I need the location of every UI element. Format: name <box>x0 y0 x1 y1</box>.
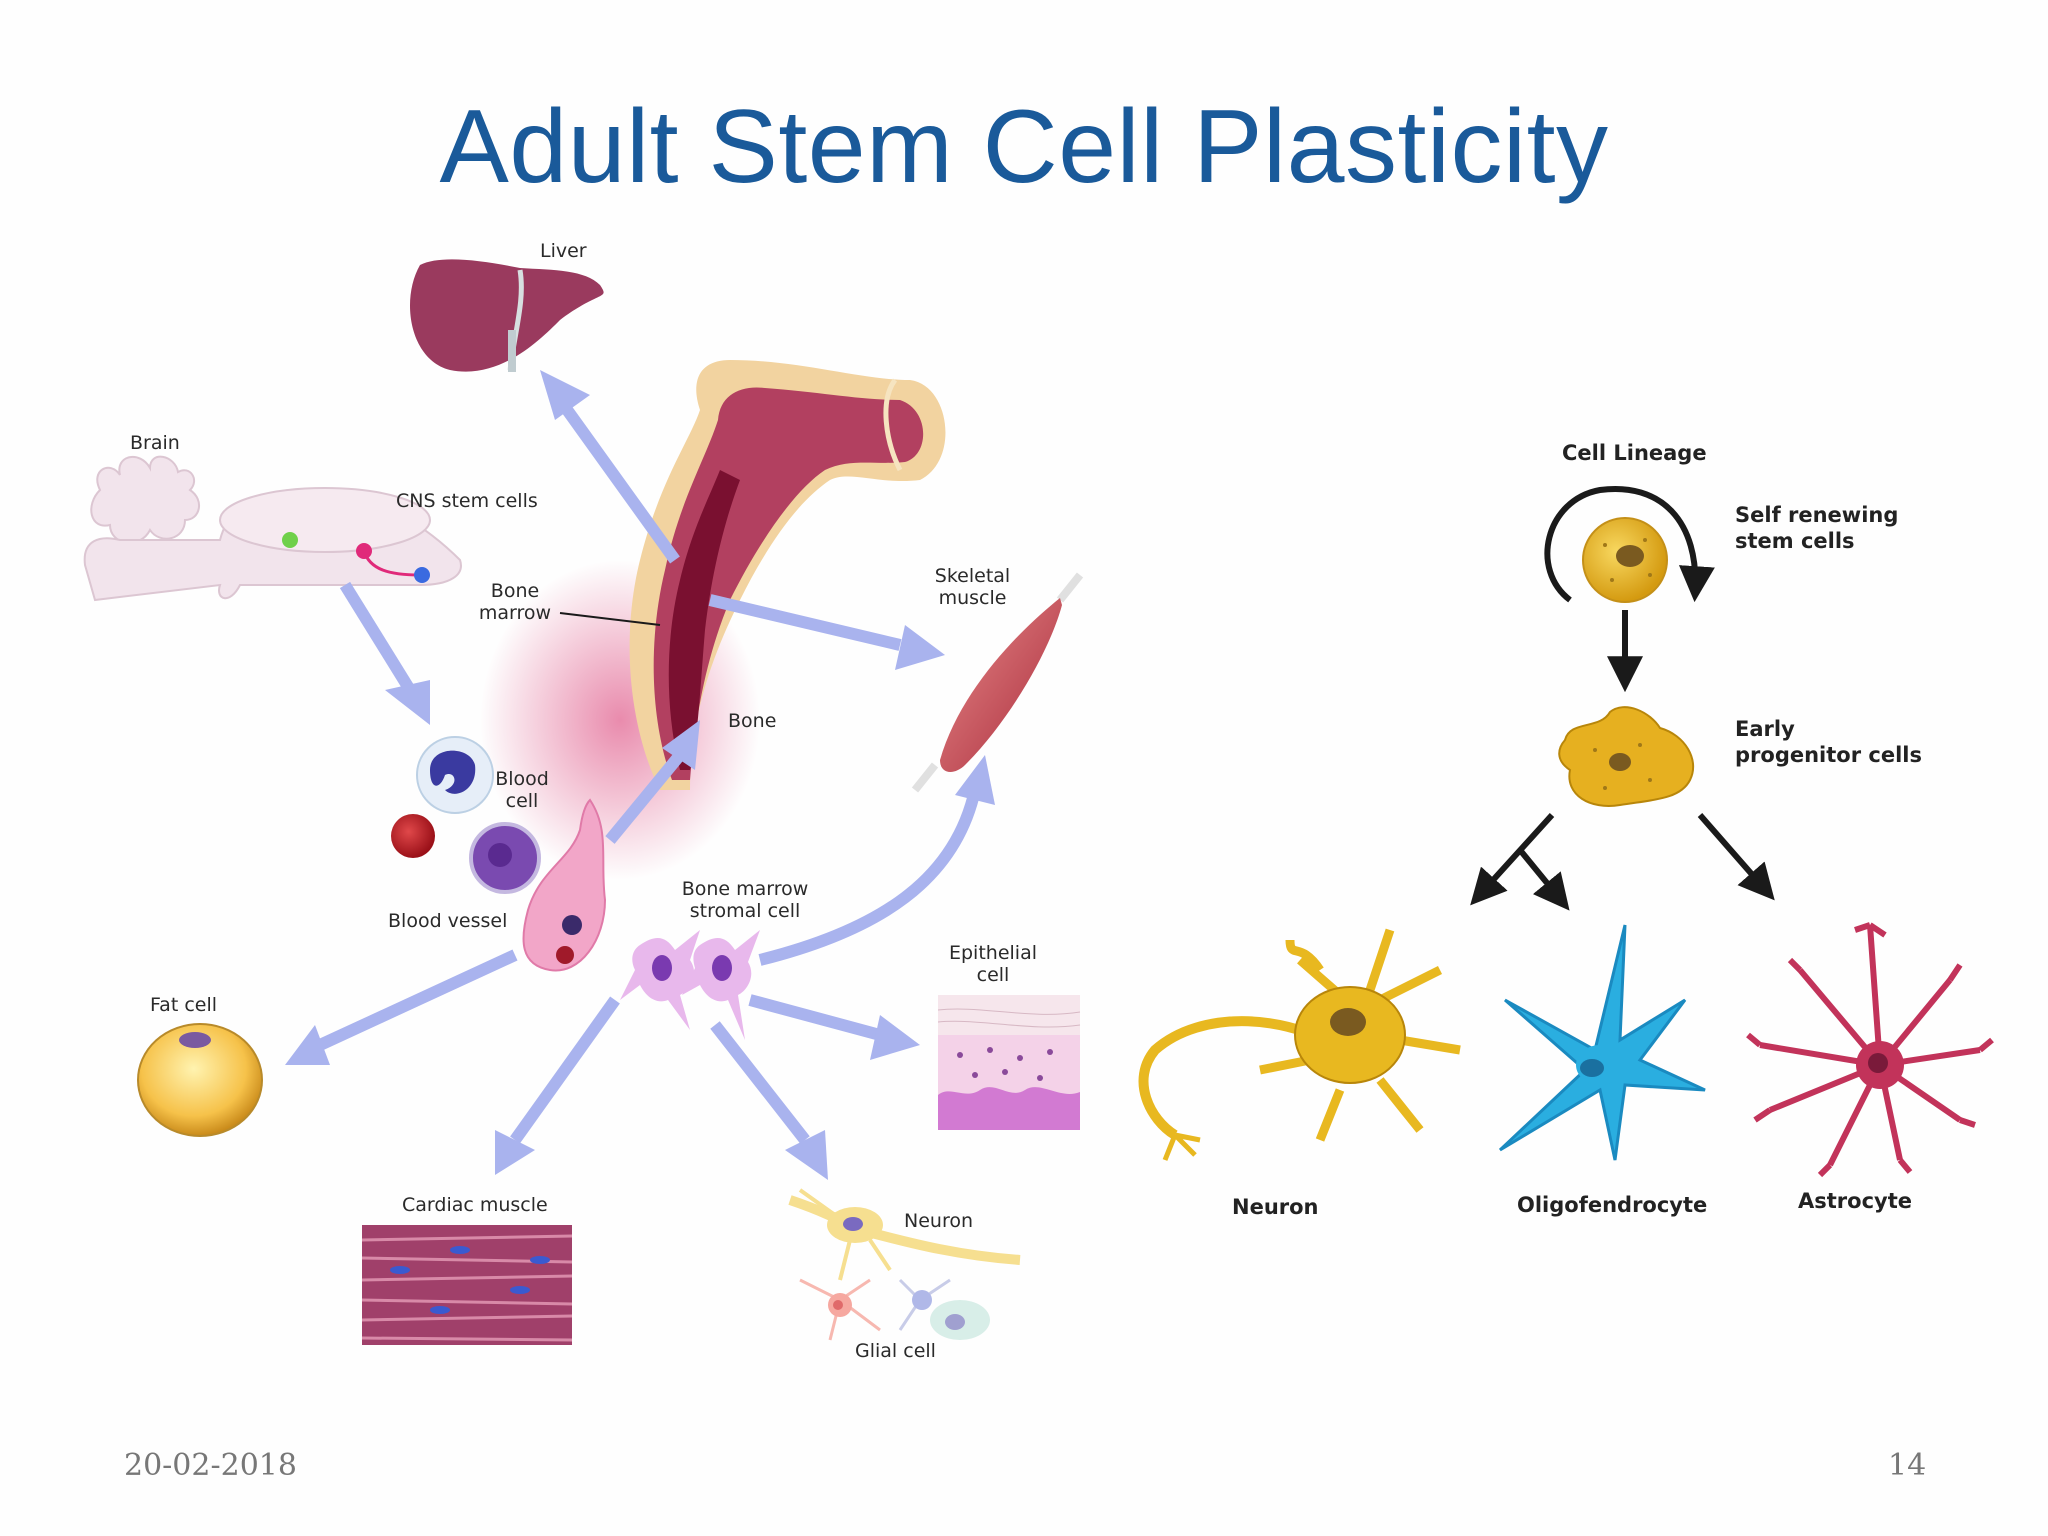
arrow-to-bone <box>605 720 700 844</box>
label-glial-cell: Glial cell <box>855 1340 936 1362</box>
label-blood-vessel: Blood vessel <box>388 910 508 932</box>
progenitor-cell-image <box>1558 706 1695 807</box>
fat-cell-image <box>137 1023 263 1137</box>
lineage-branch-arrows <box>1470 812 1775 911</box>
footer-page-number: 14 <box>1888 1448 1927 1483</box>
arrow-vessel-to-fat-cell <box>285 949 518 1065</box>
label-bone: Bone <box>728 710 777 732</box>
bone-marrow-pointer <box>559 612 661 626</box>
cardiac-muscle-image <box>361 1225 573 1345</box>
skeletal-muscle-image <box>911 572 1084 793</box>
blood-cell-image <box>391 736 541 894</box>
epithelial-cell-image <box>937 995 1081 1130</box>
label-neuron-right: Neuron <box>1232 1195 1319 1219</box>
cell-lineage-diagram <box>1138 485 1994 1178</box>
label-early-progenitor: Early progenitor cells <box>1735 717 1922 767</box>
slide-title: Adult Stem Cell Plasticity <box>439 89 1609 205</box>
label-oligodendrocyte: Oligofendrocyte <box>1517 1193 1708 1217</box>
label-bone-marrow: Bone marrow <box>478 580 552 624</box>
arrow-to-oligodendrocyte <box>1517 848 1570 911</box>
neuron-glial-image <box>788 1188 1021 1341</box>
label-astrocyte: Astrocyte <box>1798 1189 1912 1213</box>
stem-cell-image <box>1582 517 1668 603</box>
stromal-cell-image <box>620 930 760 1040</box>
label-epithelial-cell: Epithelial cell <box>948 942 1037 986</box>
arrow-stromal-to-neuron <box>710 1021 828 1180</box>
label-cell-lineage: Cell Lineage <box>1562 441 1707 465</box>
arrow-to-neuron <box>1470 812 1555 906</box>
lineage-oligodendrocyte-image <box>1498 924 1706 1161</box>
label-stromal-cell: Bone marrow stromal cell <box>681 878 809 922</box>
label-skeletal-muscle: Skeletal muscle <box>934 565 1011 609</box>
label-liver: Liver <box>540 240 587 262</box>
bone-image <box>480 360 946 880</box>
arrow-stromal-to-epithelial <box>748 994 920 1060</box>
arrow-brain-to-blood <box>339 581 430 725</box>
liver-image <box>410 259 604 372</box>
lineage-astrocyte-image <box>1746 922 1994 1178</box>
arrow-stromal-to-skeletal-muscle <box>758 755 995 966</box>
label-brain: Brain <box>130 432 180 454</box>
differentiation-arrows <box>285 370 995 1180</box>
label-self-renewing: Self renewing stem cells <box>1735 503 1899 553</box>
self-renewal-arrow <box>1544 485 1715 603</box>
lineage-neuron-image <box>1138 928 1461 1161</box>
arrow-to-skeletal-muscle <box>708 594 945 670</box>
label-cns-stem-cells: CNS stem cells <box>396 490 538 512</box>
blood-vessel-image <box>522 798 607 972</box>
arrow-to-liver <box>540 370 680 564</box>
footer-date: 20-02-2018 <box>124 1448 297 1483</box>
label-cardiac-muscle: Cardiac muscle <box>402 1194 548 1216</box>
label-neuron-left: Neuron <box>904 1210 974 1232</box>
arrow-to-astrocyte <box>1697 813 1775 901</box>
label-fat-cell: Fat cell <box>150 994 218 1016</box>
brain-image <box>83 455 462 602</box>
label-blood-cell: Blood cell <box>495 768 549 812</box>
arrow-stromal-to-cardiac <box>495 996 620 1175</box>
